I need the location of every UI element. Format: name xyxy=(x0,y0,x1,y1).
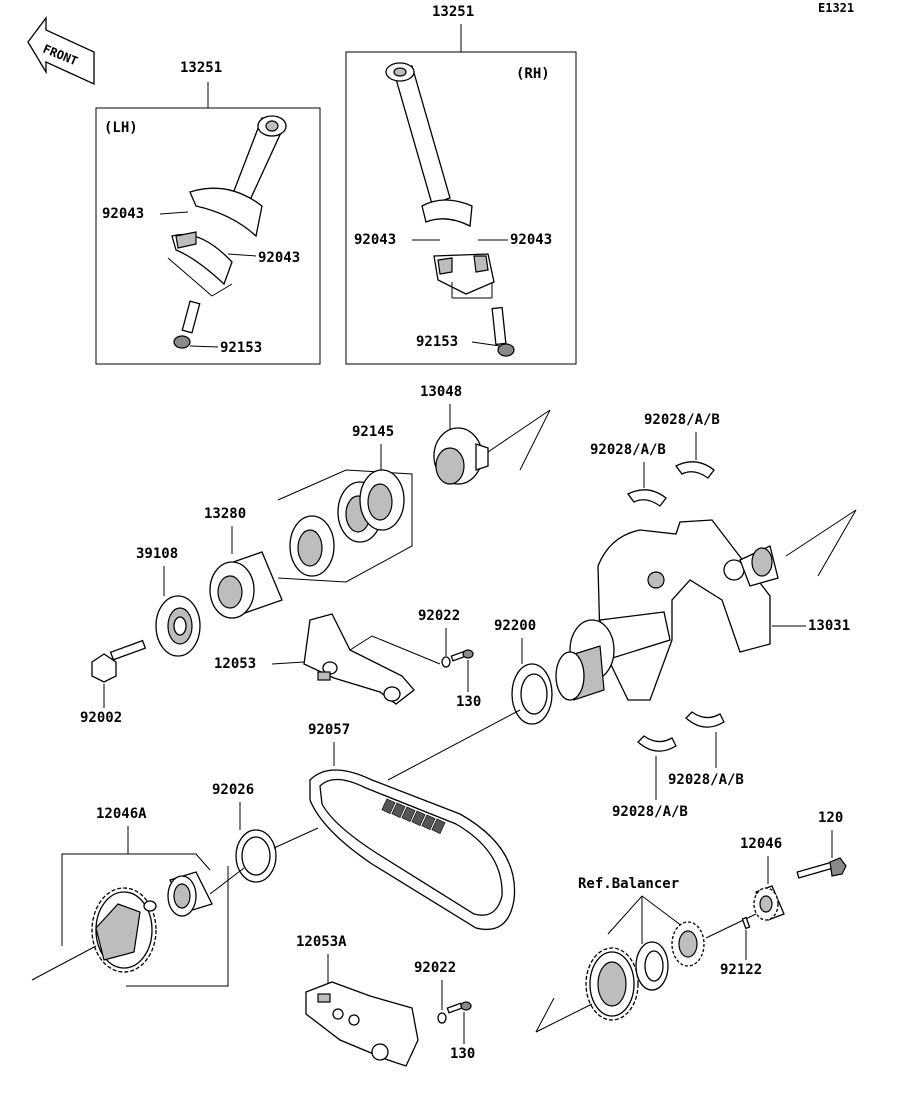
washer-92022-b xyxy=(437,1012,447,1024)
label-bolt-rh: 92153 xyxy=(416,334,458,350)
connecting-rod-lh xyxy=(171,115,287,286)
label-bolt-130-b: 130 xyxy=(450,1046,475,1062)
rod-bolt-rh xyxy=(491,306,515,357)
sleeve-13048 xyxy=(433,427,489,485)
label-washer-92022-a: 92022 xyxy=(418,608,460,624)
lh-group-box xyxy=(95,107,321,365)
label-bearing-top-1: 92028/A/B xyxy=(590,442,666,458)
rh-group-box xyxy=(345,51,577,365)
page-id-label: E1321 xyxy=(818,1,854,15)
bolt-120 xyxy=(796,857,847,879)
washer-92026 xyxy=(235,829,277,883)
label-rod-rh: 13251 xyxy=(432,4,474,20)
bolt-130-b xyxy=(446,1001,472,1014)
balancer-washer xyxy=(635,941,669,991)
front-arrow-icon: FRONT xyxy=(27,16,95,86)
label-balancer-ref: Ref.Balancer xyxy=(578,876,679,892)
seal-39108 xyxy=(155,595,201,657)
sprocket-12046a xyxy=(91,887,157,973)
spring-92145 xyxy=(289,469,405,577)
label-guide-12053: 12053 xyxy=(214,656,256,672)
washer-92022-a xyxy=(441,656,451,668)
label-collar-13280: 13280 xyxy=(204,506,246,522)
main-bearing-bottom-1 xyxy=(637,735,677,752)
bolt-130-a xyxy=(450,649,474,662)
main-bearing-top-1 xyxy=(627,489,667,507)
label-bearing-rh-2: 92043 xyxy=(510,232,552,248)
chain-guide-12053a xyxy=(305,981,419,1067)
label-crankshaft-13031: 13031 xyxy=(808,618,850,634)
label-bolt-92002: 92002 xyxy=(80,710,122,726)
chain-guide-12053 xyxy=(303,613,415,705)
label-sprocket-12046a: 12046A xyxy=(96,806,147,822)
rod-bolt-lh xyxy=(173,300,201,349)
collar-13280 xyxy=(209,551,283,619)
label-bearing-top-2: 92028/A/B xyxy=(644,412,720,428)
label-spring-92145: 92145 xyxy=(352,424,394,440)
label-bolt-120: 120 xyxy=(818,810,843,826)
label-bearing-lh-2: 92043 xyxy=(258,250,300,266)
bolt-92002 xyxy=(91,639,147,683)
plate-92200 xyxy=(511,663,553,725)
main-bearing-top-2 xyxy=(675,461,715,479)
label-guide-12053a: 12053A xyxy=(296,934,347,950)
label-pin-92122: 92122 xyxy=(720,962,762,978)
crankshaft-13031 xyxy=(555,519,779,701)
label-bearing-rh-1: 92043 xyxy=(354,232,396,248)
label-plate-92200: 92200 xyxy=(494,618,536,634)
pin-92122 xyxy=(741,916,751,930)
lh-group-label: (LH) xyxy=(104,120,138,136)
collar-12046a xyxy=(167,871,213,917)
label-bearing-bot-2: 92028/A/B xyxy=(668,772,744,788)
cam-chain-92057 xyxy=(309,769,516,930)
sprocket-12046 xyxy=(753,885,785,921)
label-sprocket-12046: 12046 xyxy=(740,836,782,852)
label-bolt-130-a: 130 xyxy=(456,694,481,710)
label-washer-92026: 92026 xyxy=(212,782,254,798)
label-bearing-bot-1: 92028/A/B xyxy=(612,804,688,820)
main-bearing-bottom-2 xyxy=(685,711,725,728)
label-sleeve-13048: 13048 xyxy=(420,384,462,400)
label-washer-92022-b: 92022 xyxy=(414,960,456,976)
balancer-sprocket xyxy=(585,947,639,1021)
rh-group-label: (RH) xyxy=(516,66,550,82)
connecting-rod-rh xyxy=(385,62,495,295)
label-bearing-lh-1: 92043 xyxy=(102,206,144,222)
balancer-nut xyxy=(671,921,705,967)
label-chain-92057: 92057 xyxy=(308,722,350,738)
label-bolt-lh: 92153 xyxy=(220,340,262,356)
label-seal-39108: 39108 xyxy=(136,546,178,562)
label-rod-lh: 13251 xyxy=(180,60,222,76)
